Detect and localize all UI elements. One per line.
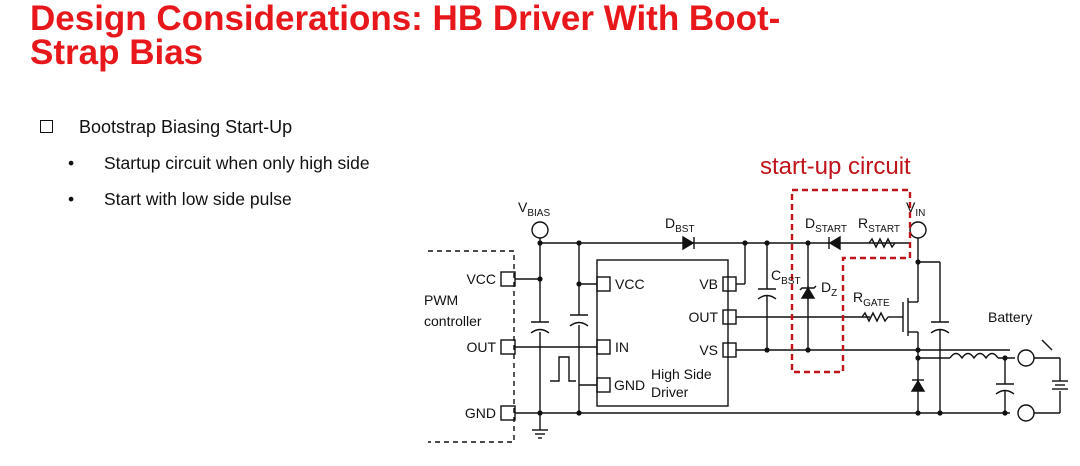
- vin-terminal: [909, 221, 927, 239]
- driver-vcc-label: VCC: [615, 276, 645, 292]
- bullet-text: Bootstrap Biasing Start-Up: [79, 117, 293, 137]
- vin-label: VIN: [906, 199, 925, 219]
- checkbox-bullet-icon: [40, 120, 53, 133]
- low-side-diode-icon: [910, 379, 926, 392]
- inductor: [949, 352, 999, 360]
- pwm-out-pin: [500, 339, 516, 355]
- rstart-resistor: [868, 237, 896, 249]
- pwm-out-label: OUT: [466, 339, 496, 355]
- battery-neg-terminal: [1017, 404, 1035, 422]
- driver-vb-label: VB: [699, 276, 718, 292]
- pwm-controller-outline: [428, 250, 515, 443]
- cbst-label: CBST: [771, 267, 801, 287]
- pwm-label-line2: controller: [424, 313, 482, 329]
- startup-circuit-label: start-up circuit: [760, 153, 911, 180]
- rgate-resistor: [861, 311, 889, 323]
- dbst-diode-icon: [682, 235, 695, 251]
- pwm-label-line1: PWM: [424, 292, 458, 308]
- vbias-terminal: [531, 221, 549, 239]
- sub-bullet-1: • Startup circuit when only high side: [68, 153, 370, 174]
- pwm-vcc-pin: [500, 271, 516, 287]
- driver-name-line2: Driver: [651, 384, 689, 400]
- dz-zener-diode-icon: [800, 286, 816, 299]
- driver-name-line1: High Side: [651, 366, 712, 382]
- dot-bullet-icon: •: [68, 153, 75, 173]
- driver-vcc-pin: [596, 276, 611, 292]
- driver-out-pin: [722, 309, 737, 325]
- driver-in-pin: [596, 339, 611, 355]
- vbias-label: VBIAS: [518, 199, 550, 219]
- battery-label: Battery: [988, 309, 1032, 325]
- dbst-label: DBST: [665, 215, 695, 235]
- pwm-vcc-label: VCC: [466, 271, 496, 287]
- dstart-diode-icon: [828, 235, 841, 251]
- dstart-label: DSTART: [805, 215, 847, 235]
- driver-vs-label: VS: [699, 342, 718, 358]
- driver-gnd-pin: [596, 377, 611, 393]
- sub-bullet-text: Startup circuit when only high side: [104, 153, 370, 173]
- driver-vs-pin: [722, 342, 737, 358]
- driver-out-label: OUT: [688, 309, 718, 325]
- rgate-label: RGATE: [853, 289, 890, 309]
- high-side-driver-box: [596, 259, 729, 407]
- driver-gnd-label: GND: [614, 377, 645, 393]
- bullet-bootstrap-start-up: Bootstrap Biasing Start-Up: [40, 117, 292, 138]
- dz-label: DZ: [821, 279, 837, 299]
- driver-vb-pin: [722, 276, 737, 292]
- sub-bullet-2: • Start with low side pulse: [68, 189, 292, 210]
- pulse-waveform-icon: [550, 356, 576, 382]
- driver-in-label: IN: [615, 339, 629, 355]
- rstart-label: RSTART: [858, 215, 900, 235]
- battery-pos-terminal: [1017, 349, 1035, 367]
- slide-title-line2: Strap Bias: [30, 33, 204, 72]
- startup-circuit-highlight: [790, 188, 912, 374]
- slide-title-line1: Design Considerations: HB Driver With Bo…: [30, 0, 781, 38]
- slide-title: Design Considerations: HB Driver With Bo…: [30, 0, 1060, 72]
- pwm-gnd-label: GND: [465, 405, 496, 421]
- dot-bullet-icon: •: [68, 189, 75, 209]
- sub-bullet-text: Start with low side pulse: [104, 189, 292, 209]
- pwm-gnd-pin: [500, 405, 516, 421]
